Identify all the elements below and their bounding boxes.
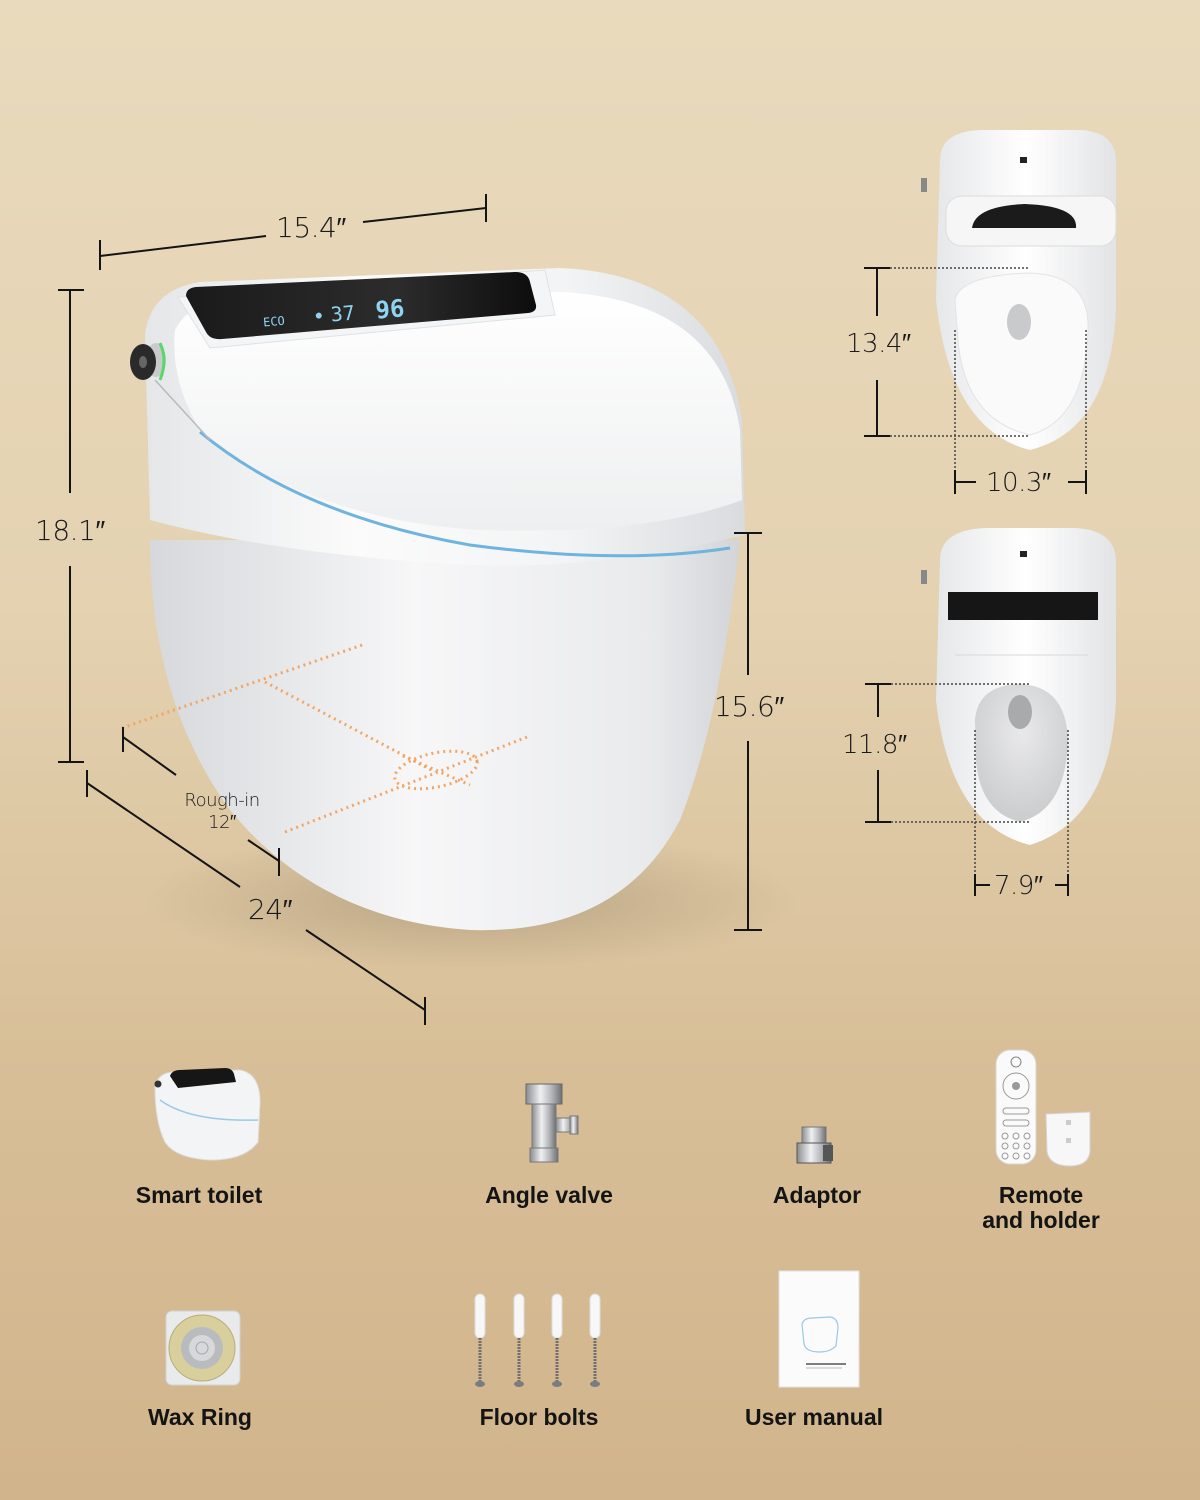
item-label-remote-line2: and holder: [982, 1207, 1100, 1233]
remote-and-holder-icon: [995, 1049, 1091, 1167]
rough-in-title: Rough-in: [184, 790, 260, 811]
top-view-1-guides: [890, 267, 1087, 470]
main-toilet-illustration: ECO 37 96: [58, 194, 800, 1025]
lid-open-length-label: 13.4″: [846, 329, 911, 359]
display-level: 96: [374, 294, 405, 324]
hinge-seam: [154, 379, 211, 441]
depth-dimension-label: 24″: [248, 893, 293, 926]
rough-in-value: 12″: [208, 812, 236, 833]
wax-ring-icon: [165, 1310, 241, 1386]
lid-open-top-view: [921, 130, 1117, 450]
item-label-wax-ring: Wax Ring: [148, 1404, 252, 1430]
height-dimension-label: 18.1″: [35, 514, 105, 547]
item-label-user-manual: User manual: [744, 1404, 884, 1430]
dimension-lines: [58, 194, 762, 1025]
user-manual-icon: [778, 1270, 860, 1388]
top-view-2-guides: [891, 683, 1069, 874]
angle-valve-icon: [525, 1083, 579, 1163]
floor-bolts-icon: [474, 1293, 601, 1387]
display-temperature: 37: [330, 301, 356, 327]
seat-height-dimension-label: 15.6″: [714, 690, 784, 723]
display-mode-text: ECO: [263, 314, 286, 330]
rough-in-label: Rough-in 12″: [172, 790, 272, 834]
water-drop-icon: [315, 312, 322, 319]
top-view-2-dimension-lines: [865, 683, 1069, 896]
seat-open-length-label: 11.8″: [842, 730, 907, 760]
item-label-smart-toilet: Smart toilet: [135, 1182, 263, 1208]
led-strip: [199, 430, 731, 558]
width-dimension-label: 15.4″: [276, 211, 346, 244]
side-control-knob[interactable]: [130, 342, 166, 381]
item-label-remote-line1: Remote: [998, 1182, 1084, 1208]
lid-open-width-label: 10.3″: [986, 468, 1051, 498]
toilet-bowl-body: [150, 540, 740, 931]
toilet-lid: [174, 292, 742, 531]
display-panel: [186, 272, 537, 340]
smart-toilet-icon: [154, 1068, 261, 1161]
seat-open-top-view: [921, 528, 1117, 845]
adaptor-icon: [796, 1126, 833, 1164]
top-view-1-dimension-lines: [864, 267, 1087, 494]
item-label-angle-valve: Angle valve: [485, 1182, 613, 1208]
top-views: [864, 130, 1117, 896]
item-label-floor-bolts: Floor bolts: [479, 1404, 599, 1430]
item-label-remote-and-holder: Remote and holder: [982, 1183, 1100, 1233]
item-label-adaptor: Adaptor: [772, 1182, 862, 1208]
rough-in-guide: [121, 642, 528, 834]
seat-open-width-label: 7.9″: [994, 871, 1043, 901]
